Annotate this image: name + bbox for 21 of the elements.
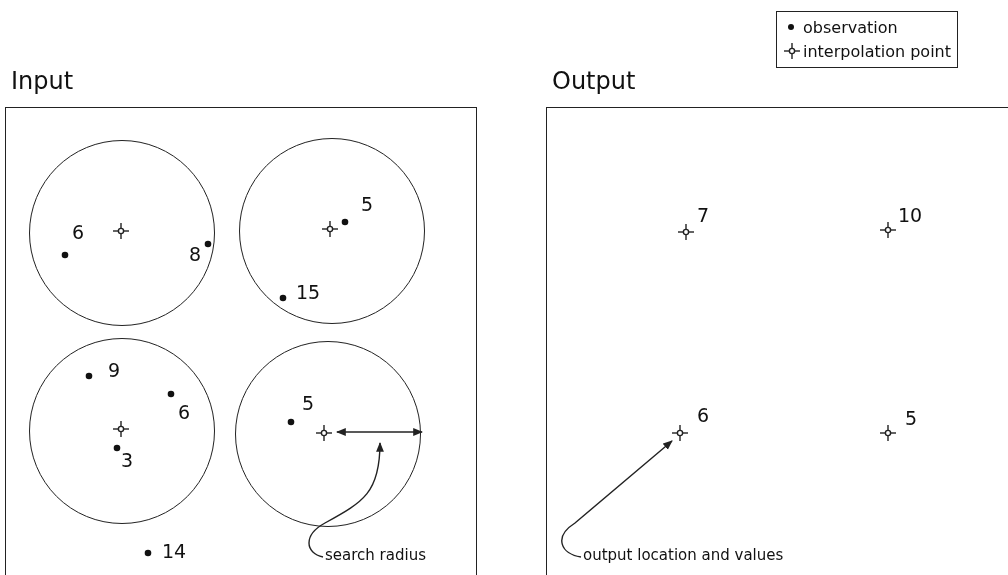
value-label: 6 [697, 405, 710, 425]
value-label: 3 [121, 450, 134, 470]
value-label: 7 [697, 205, 710, 225]
leader-line [308, 442, 384, 558]
annotation-text: search radius [325, 546, 426, 564]
value-label: 14 [162, 541, 187, 561]
legend-label: interpolation point [803, 41, 951, 61]
value-label: 5 [302, 393, 315, 413]
value-label: 10 [898, 205, 923, 225]
panel-title: Output [552, 67, 636, 95]
panel-title: Input [11, 67, 74, 95]
value-label: 8 [189, 244, 202, 264]
value-label: 15 [296, 282, 321, 302]
value-label: 6 [72, 222, 85, 242]
value-label: 5 [905, 408, 918, 428]
value-label: 6 [178, 402, 191, 422]
value-label: 9 [108, 360, 121, 380]
leader-line [561, 440, 673, 558]
legend-label: observation [803, 17, 898, 37]
annotation-text: output location and values [583, 546, 784, 564]
value-label: 5 [361, 194, 374, 214]
